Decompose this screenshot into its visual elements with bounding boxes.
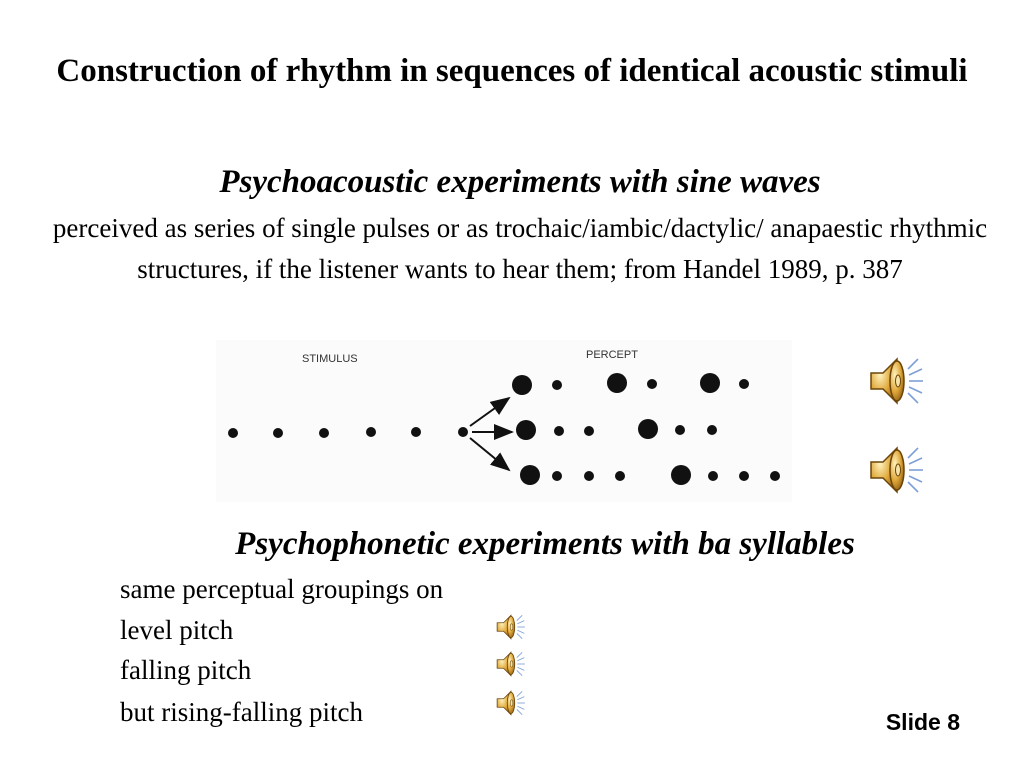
groupings-intro-text: same perceptual groupings on <box>120 574 444 604</box>
percept-dot <box>552 471 562 481</box>
falling-pitch-label: falling pitch <box>120 655 252 685</box>
rhythm-diagram: STIMULUS PERCEPT <box>228 349 780 485</box>
arrow-down <box>469 437 511 472</box>
percept-dot <box>554 426 564 436</box>
stimulus-dot <box>273 428 283 438</box>
stimulus-dot <box>411 427 421 437</box>
speaker-icon[interactable] <box>866 351 928 411</box>
percept-dot <box>615 471 625 481</box>
stimulus-label: STIMULUS <box>302 353 358 365</box>
percept-dot-accented <box>671 465 691 485</box>
speaker-icon[interactable] <box>494 687 528 719</box>
slide-number: Slide 8 <box>885 709 960 735</box>
percept-dot <box>770 471 780 481</box>
arrow-up <box>469 396 511 427</box>
level-pitch-label: level pitch <box>120 615 234 645</box>
percept-dot <box>584 471 594 481</box>
percept-dot <box>552 380 562 390</box>
percept-dot-accented <box>516 420 536 440</box>
percept-dot-accented <box>607 373 627 393</box>
percept-dot <box>707 425 717 435</box>
percept-dot <box>708 471 718 481</box>
percept-dot-accented <box>700 373 720 393</box>
stimulus-dot <box>228 428 238 438</box>
percept-dot-accented <box>512 375 532 395</box>
percept-dot <box>647 379 657 389</box>
percept-label: PERCEPT <box>586 349 638 361</box>
speaker-icon[interactable] <box>494 611 528 643</box>
section2-heading: Psychophonetic experiments with ba sylla… <box>235 526 855 562</box>
percept-dot-accented <box>638 419 658 439</box>
percept-dot-accented <box>520 465 540 485</box>
speaker-icon[interactable] <box>494 648 528 680</box>
percept-dot <box>675 425 685 435</box>
section1-text: perceived as series of single pulses or … <box>52 213 988 284</box>
percept-dot <box>739 471 749 481</box>
percept-dot <box>739 379 749 389</box>
rising-falling-pitch-label: but rising-falling pitch <box>120 697 363 727</box>
stimulus-dot <box>319 428 329 438</box>
section1-heading: Psychoacoustic experiments with sine wav… <box>219 164 821 200</box>
slide-title: Construction of rhythm in sequences of i… <box>56 53 968 89</box>
stimulus-dot <box>458 427 468 437</box>
rhythm-figure: STIMULUS PERCEPT <box>216 340 792 502</box>
stimulus-dot <box>366 427 376 437</box>
percept-dot <box>584 426 594 436</box>
speaker-icon[interactable] <box>866 440 928 500</box>
